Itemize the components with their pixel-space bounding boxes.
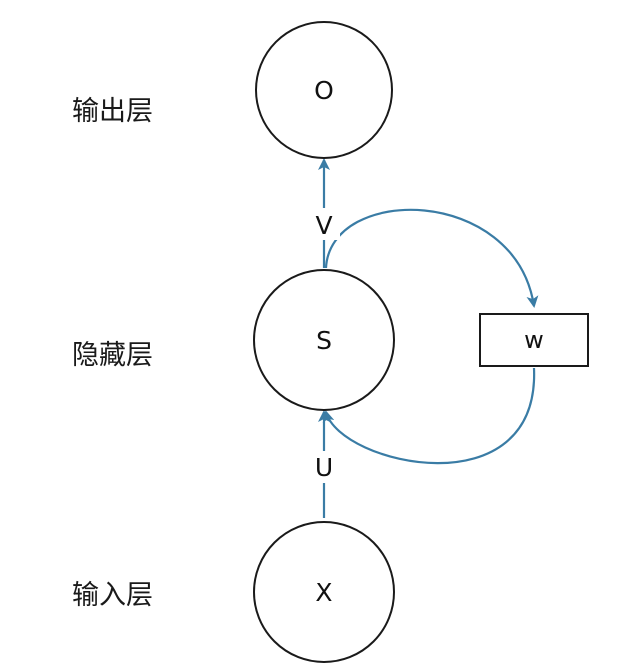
output-node-label: O (314, 76, 334, 105)
layer-label-hidden: 隐藏层 (72, 340, 153, 371)
hidden-node-label: S (316, 326, 332, 355)
layer-label-output: 输出层 (72, 96, 153, 127)
output-node (255, 21, 393, 159)
weight-label-u: U (315, 453, 333, 482)
weight-label-v: V (315, 211, 332, 240)
input-node-label: X (315, 578, 332, 607)
input-node (253, 521, 395, 663)
layer-label-input: 输入层 (72, 580, 153, 611)
recurrent-weight-box (479, 313, 589, 367)
edge-recurrent-box-to-hidden (322, 367, 536, 465)
recurrent-weight-label: w (524, 326, 544, 354)
hidden-node (253, 269, 395, 411)
